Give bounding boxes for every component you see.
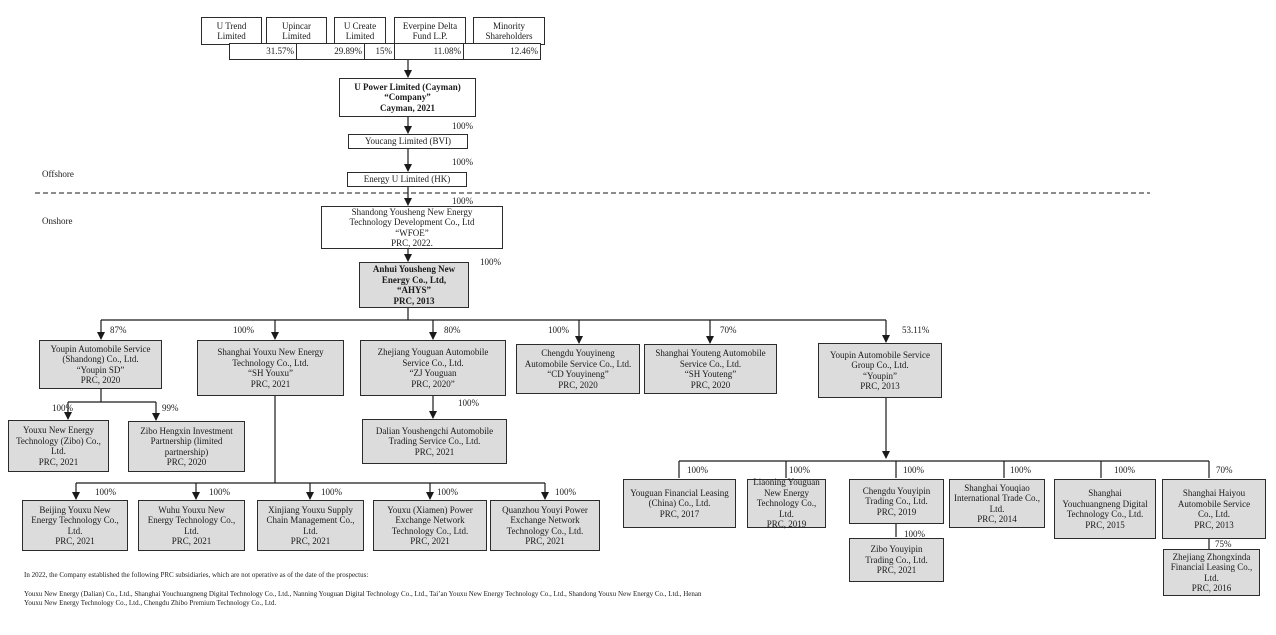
pct-youxu-zibo: 100% <box>52 403 73 413</box>
entity-beijing-youxu: Beijing Youxu New Energy Technology Co.,… <box>22 500 128 551</box>
offshore-label: Offshore <box>42 169 74 179</box>
entity-youguan-financial-leasing: Youguan Financial Leasing (China) Co., L… <box>623 479 736 528</box>
pct-liaoning-youguan: 100% <box>789 465 810 475</box>
entity-youcang-bvi: Youcang Limited (BVI) <box>348 134 468 149</box>
pct-youxu-xiamen: 100% <box>437 487 458 497</box>
pct-youchuangneng: 100% <box>1114 465 1135 475</box>
entity-sh-youteng: Shanghai Youteng Automobile Service Co.,… <box>644 344 777 394</box>
pct-cell-everpine: 11.08% <box>394 43 464 60</box>
pct-wuhu-youxu: 100% <box>209 487 230 497</box>
entity-shanghai-haiyou: Shanghai Haiyou Automobile Service Co., … <box>1162 479 1266 539</box>
pct-quanzhou-youyi: 100% <box>555 487 576 497</box>
pct-shanghai-youqiao: 100% <box>1010 465 1031 475</box>
pct-dalian: 100% <box>458 398 479 408</box>
pct-ahys: 100% <box>480 257 501 267</box>
pct-beijing-youxu: 100% <box>95 487 116 497</box>
entity-ahys: Anhui Yousheng New Energy Co., Ltd, “AHY… <box>359 262 469 308</box>
entity-youchuangneng: Shanghai Youchuangneng Digital Technolog… <box>1054 479 1156 539</box>
entity-quanzhou-youyi: Quanzhou Youyi Power Exchange Network Te… <box>490 500 600 551</box>
entity-xinjiang-youxu: Xinjiang Youxu Supply Chain Management C… <box>257 500 364 551</box>
entity-zhejiang-zhongxinda: Zhejiang Zhongxinda Financial Leasing Co… <box>1163 549 1260 596</box>
pct-youguan-leasing: 100% <box>687 465 708 475</box>
shareholder-u-create: U Create Limited <box>334 17 386 45</box>
entity-sh-youxu: Shanghai Youxu New Energy Technology Co.… <box>197 340 344 396</box>
entity-cd-youyineng: Chengdu Youyineng Automobile Service Co.… <box>516 344 640 394</box>
entity-wfoe: Shandong Yousheng New Energy Technology … <box>321 206 503 249</box>
entity-zibo-youyipin: Zibo Youyipin Trading Co., Ltd. PRC, 202… <box>849 538 944 582</box>
pct-cell-minority: 12.46% <box>463 43 541 60</box>
shareholder-minority: Minority Shareholders <box>473 17 545 45</box>
company-u-power-cayman: U Power Limited (Cayman) “Company” Cayma… <box>339 78 476 117</box>
pct-zhejiang-zhongxinda: 75% <box>1215 539 1232 549</box>
entity-shanghai-youqiao: Shanghai Youqiao International Trade Co.… <box>949 479 1045 528</box>
pct-zibo-hengxin: 99% <box>162 403 179 413</box>
shareholder-everpine-delta: Everpine Delta Fund L.P. <box>394 17 466 45</box>
pct-sh-youteng: 70% <box>720 325 737 335</box>
entity-youxu-zibo: Youxu New Energy Technology (Zibo) Co., … <box>8 420 109 472</box>
pct-chengdu-youyipin: 100% <box>903 465 924 475</box>
onshore-label: Onshore <box>42 216 73 226</box>
entity-youpin-sd: Youpin Automobile Service (Shandong) Co.… <box>39 340 162 389</box>
pct-hk: 100% <box>452 157 473 167</box>
footnote-intro: In 2022, the Company established the fol… <box>24 571 369 579</box>
entity-youxu-xiamen: Youxu (Xiamen) Power Exchange Network Te… <box>373 500 487 551</box>
pct-youpin: 53.11% <box>902 325 930 335</box>
pct-cell-u-create: 15% <box>364 43 395 60</box>
entity-liaoning-youguan: Liaoning Youguan New Energy Technology C… <box>747 477 826 529</box>
entity-dalian-youshengchi: Dalian Youshengchi Automobile Trading Se… <box>362 419 507 464</box>
entity-energy-u-hk: Energy U Limited (HK) <box>347 172 467 187</box>
pct-cell-u-trend: 31.57% <box>229 43 297 60</box>
entity-wuhu-youxu: Wuhu Youxu New Energy Technology Co., Lt… <box>138 500 245 551</box>
entity-chengdu-youyipin: Chengdu Youyipin Trading Co., Ltd. PRC, … <box>849 479 944 524</box>
shareholder-u-trend: U Trend Limited <box>201 17 262 45</box>
shareholder-upincar: Upincar Limited <box>266 17 327 45</box>
pct-zj-youguan: 80% <box>444 325 461 335</box>
entity-zj-youguan: Zhejiang Youguan Automobile Service Co.,… <box>360 340 506 396</box>
pct-cd-youyineng: 100% <box>548 325 569 335</box>
pct-zibo-youyipin: 100% <box>904 529 925 539</box>
pct-bvi: 100% <box>452 121 473 131</box>
pct-sh-youxu: 100% <box>233 325 254 335</box>
entity-zibo-hengxin: Zibo Hengxin Investment Partnership (lim… <box>128 421 245 472</box>
pct-shanghai-haiyou: 70% <box>1216 465 1233 475</box>
pct-cell-upincar: 29.89% <box>296 43 365 60</box>
footnote-list: Youxu New Energy (Dalian) Co., Ltd., Sha… <box>24 590 702 607</box>
entity-youpin-group: Youpin Automobile Service Group Co., Ltd… <box>818 343 942 398</box>
pct-youpin-sd: 87% <box>110 325 127 335</box>
pct-xinjiang-youxu: 100% <box>321 487 342 497</box>
pct-wfoe: 100% <box>452 196 473 206</box>
